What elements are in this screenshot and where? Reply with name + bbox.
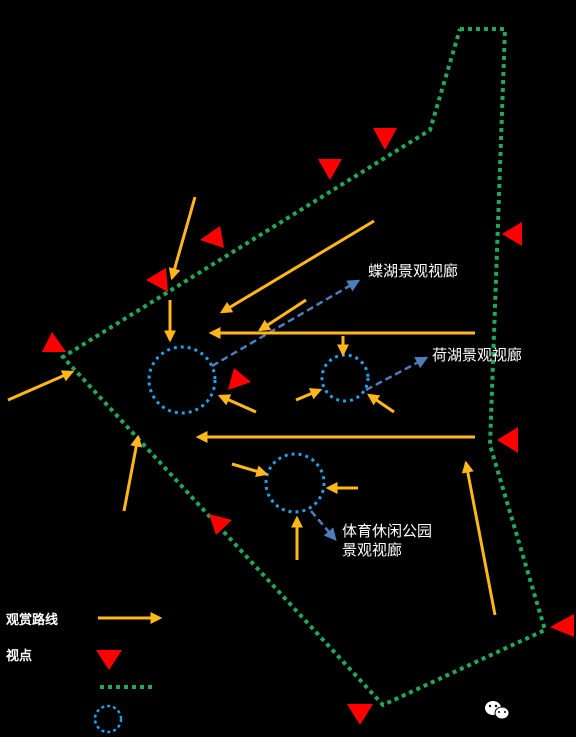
wechat-logo-icon xyxy=(485,701,510,720)
route-arrow xyxy=(295,388,323,402)
viewpoint-marker xyxy=(42,332,66,352)
route-arrow xyxy=(231,462,269,478)
viewpoint-marker xyxy=(318,159,342,180)
viewpoint-marker xyxy=(347,704,373,725)
legend-viewpoint-swatch xyxy=(96,650,122,670)
site-boundary xyxy=(59,27,548,708)
route-arrow xyxy=(168,196,197,281)
viewpoints xyxy=(42,128,574,725)
legend-viewpoint-label: 视点 xyxy=(6,648,32,664)
butterfly-lake-label: 蝶湖景观视廊 xyxy=(368,262,458,280)
butterfly-lake-node xyxy=(147,345,217,415)
viewpoint-marker xyxy=(502,222,522,246)
route-arrow xyxy=(7,370,75,402)
route-arrow xyxy=(257,298,307,332)
sports-park-label-line1: 体育休闲公园 xyxy=(342,522,432,540)
sports-park-node xyxy=(264,452,326,514)
route-arrow xyxy=(219,219,375,314)
viewpoint-marker xyxy=(209,514,232,535)
route-arrows xyxy=(7,196,497,616)
route-arrow xyxy=(367,393,395,414)
route-arrow xyxy=(122,434,143,512)
legend-node-swatch xyxy=(93,704,123,734)
viewpoint-marker xyxy=(146,268,168,292)
viewpoint-marker xyxy=(200,226,224,248)
viewpoint-marker xyxy=(497,427,518,453)
legend: 观赏路线 视点 xyxy=(6,612,163,734)
legend-route-label: 观赏路线 xyxy=(6,612,58,628)
sightline-lotus-lake xyxy=(365,356,429,392)
route-arrow xyxy=(461,460,497,616)
viewpoint-marker xyxy=(228,368,251,390)
viewpoint-marker xyxy=(550,614,574,637)
sightline-sports-park xyxy=(310,510,337,541)
route-arrow xyxy=(217,394,257,414)
lotus-lake-node xyxy=(320,353,370,403)
lotus-lake-label: 荷湖景观视廊 xyxy=(432,346,522,364)
sports-park-label-line2: 景观视廊 xyxy=(342,541,402,559)
viewpoint-marker xyxy=(373,128,397,150)
sightline-butterfly-lake xyxy=(211,279,361,368)
